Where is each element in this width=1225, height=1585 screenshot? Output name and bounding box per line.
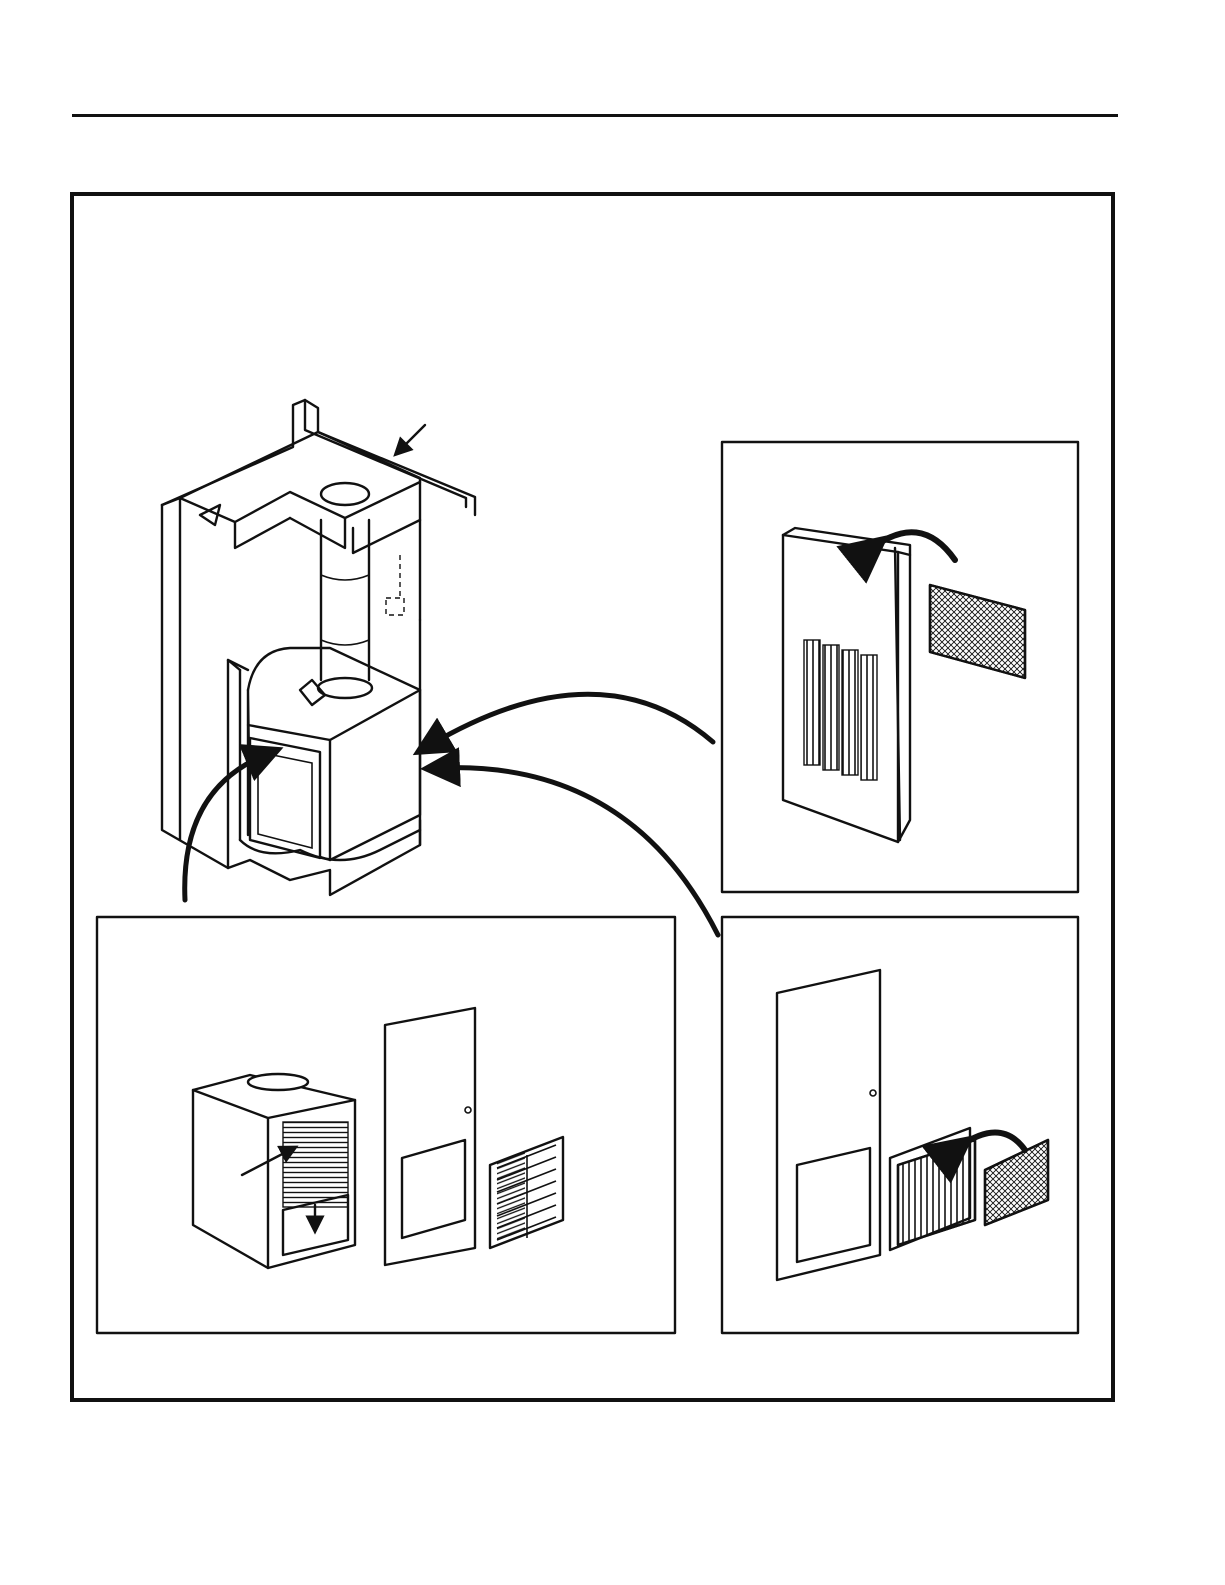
curved-arrow-icon (430, 694, 713, 745)
vent-pipe-icon (321, 483, 369, 505)
panel-door-frame-filter (722, 917, 1078, 1333)
door-panel-icon (777, 970, 880, 1280)
furnace-installation-figure (162, 400, 475, 895)
curved-arrow-icon (440, 768, 718, 935)
door-panel-icon (385, 1008, 475, 1265)
door-frame-filter-figure (777, 970, 1048, 1280)
mounting-bracket-icon (162, 400, 475, 515)
hinged-door-filter-figure (783, 528, 1025, 842)
return-air-grille-figure (193, 1008, 563, 1268)
